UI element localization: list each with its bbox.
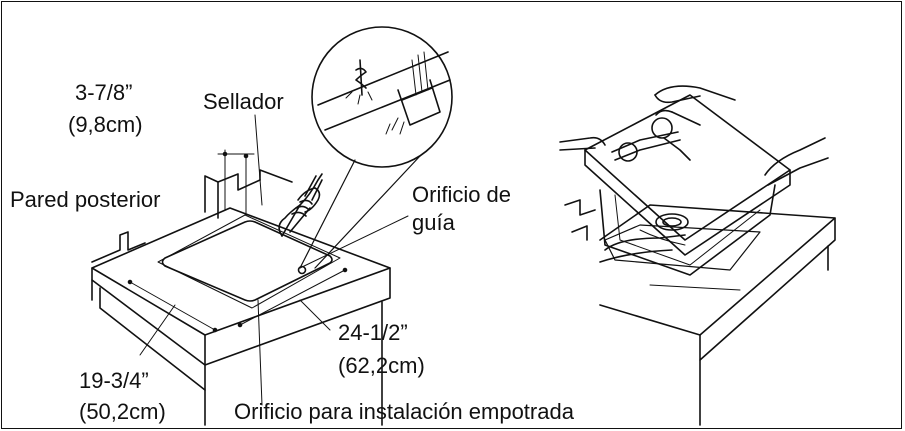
depth-dimension-inches: 3-7/8” <box>75 80 133 105</box>
back-wall-label: Pared posterior <box>10 187 161 212</box>
countertop-right <box>564 199 836 426</box>
installer-hands <box>559 85 829 263</box>
cutout-hole-label: Orificio para instalación empotrada <box>234 399 574 424</box>
length-dimension-cm: (50,2cm) <box>79 399 166 424</box>
hand-with-sealant-gun <box>278 173 323 237</box>
width-dimension-inches: 24-1/2” <box>338 320 408 345</box>
pilot-hole-label-line1: Orificio de <box>412 182 512 207</box>
countertop-left <box>91 207 391 426</box>
depth-dimension-cm: (9,8cm) <box>68 112 143 137</box>
back-wall <box>91 169 293 263</box>
pilot-hole-label-line2: guía <box>412 210 455 235</box>
width-dimension-cm: (62,2cm) <box>338 353 425 378</box>
sink-basin <box>584 94 791 276</box>
length-dimension-inches: 19-3/4” <box>79 368 149 393</box>
cutout-outline <box>157 214 341 309</box>
faucet <box>611 109 701 162</box>
magnified-detail-circle <box>299 26 453 269</box>
dimension-lines <box>127 114 409 406</box>
sealant-label: Sellador <box>203 89 284 114</box>
